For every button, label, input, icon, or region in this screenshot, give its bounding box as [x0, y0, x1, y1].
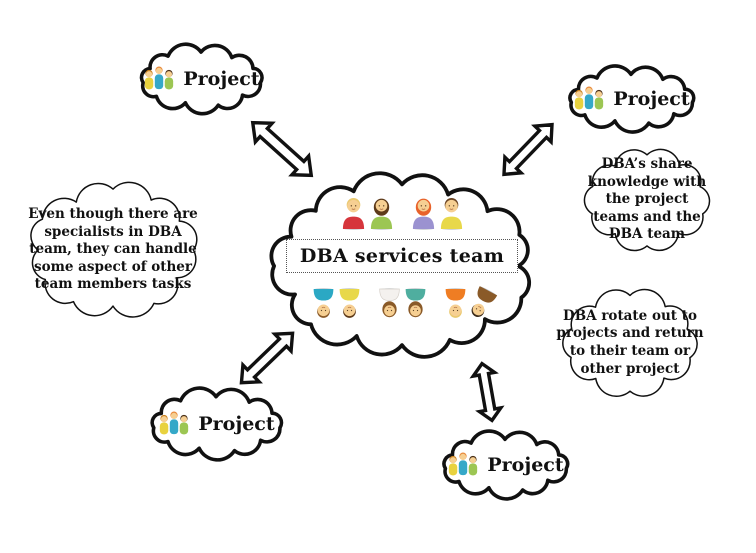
project-team-icon-slot [157, 410, 191, 438]
cloud-outline [562, 288, 698, 398]
dba-team-members-top-row [339, 192, 466, 230]
dba-team-members-bottom-row [310, 282, 497, 320]
double-arrow-bottom-left [231, 322, 304, 394]
central-team-cloud: DBA services team [262, 170, 542, 362]
central-title: DBA services team [299, 245, 505, 267]
project-team-icon [449, 452, 478, 476]
note-text-specialists: Even though there are specialists in DBA… [28, 206, 198, 293]
central-title-box: DBA services team [285, 239, 519, 273]
project-cloud-bottom-center: Project [432, 427, 578, 503]
person-bust-icon [370, 198, 392, 230]
project-team-icon [575, 86, 604, 110]
project-cloud-top-right: Project [558, 62, 704, 136]
person-bust-icon [378, 288, 400, 318]
person-bust-icon [471, 286, 497, 318]
project-team-icon-slot [446, 451, 480, 479]
project-cloud-bottom-left: Project [140, 384, 292, 464]
double-arrow-bottom-center [469, 360, 505, 424]
note-cloud-right-bottom: DBA rotate out to projects and return to… [554, 282, 706, 404]
person-bust-icon [405, 288, 425, 318]
project-team-icon [160, 411, 189, 435]
project-cloud-top-left: Project [130, 40, 272, 118]
cloud-outline [150, 386, 284, 462]
double-arrow-top-right [493, 114, 562, 185]
project-team-icon-slot [572, 85, 606, 113]
cloud-outline [568, 64, 696, 134]
project-team-icon [145, 66, 174, 90]
project-team-icon-slot [142, 65, 176, 93]
person-bust-icon [445, 288, 465, 319]
note-text-share-knowledge: DBA’s share knowledge with the project t… [587, 156, 707, 243]
project-label: Project [183, 68, 260, 90]
cloud-outline [583, 148, 711, 252]
note-cloud-right-top: DBA’s share knowledge with the project t… [576, 142, 718, 258]
note-text-rotate-out: DBA rotate out to projects and return to… [556, 307, 704, 377]
cloud-outline [30, 181, 198, 318]
person-bust-icon [412, 198, 434, 230]
note-cloud-left: Even though there are specialists in DBA… [20, 176, 206, 324]
double-arrow-top-left [241, 110, 322, 187]
person-bust-icon [342, 197, 364, 230]
project-label: Project [487, 454, 564, 476]
project-label: Project [198, 413, 275, 435]
cloud-outline [442, 429, 570, 501]
project-label: Project [613, 88, 690, 110]
cloud-outline [139, 42, 264, 116]
person-bust-icon [313, 288, 333, 319]
person-bust-icon [339, 288, 359, 319]
person-bust-icon [440, 197, 462, 230]
